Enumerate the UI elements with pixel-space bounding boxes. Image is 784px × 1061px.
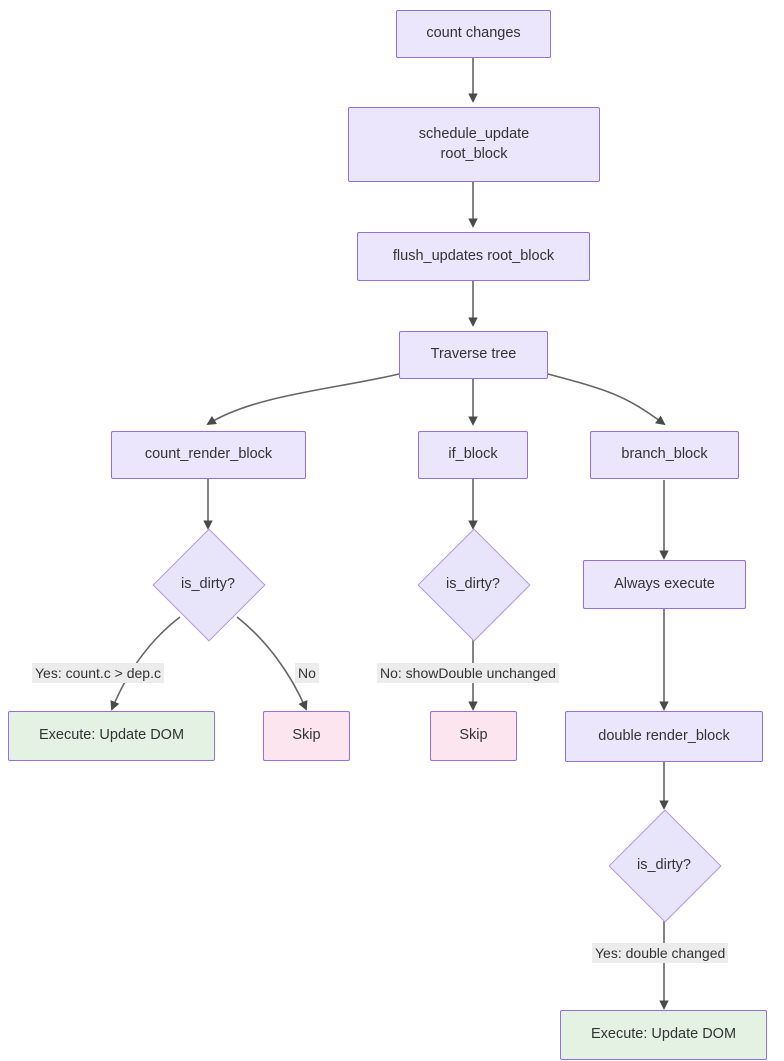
node-execute-update-dom-right[interactable]: Execute: Update DOM [560,1010,767,1060]
edge-traverse-tree-to-count-render-block [206,373,400,426]
node-skip-mid[interactable]: Skip [430,711,517,761]
edge-label-yes-count-dep: Yes: count.c > dep.c [32,663,164,683]
node-is-dirty-mid-label: is_dirty? [446,576,500,592]
node-is-dirty-mid[interactable]: is_dirty? [417,528,531,642]
node-count-changes[interactable]: count changes [396,10,551,58]
node-branch-block[interactable]: branch_block [590,431,739,479]
node-skip-left[interactable]: Skip [263,711,350,761]
node-is-dirty-left[interactable]: is_dirty? [152,528,266,642]
edge-label-no-left: No [295,663,319,683]
node-is-dirty-right[interactable]: is_dirty? [608,809,722,923]
node-double-render-block[interactable]: double render_block [565,711,763,762]
node-traverse-tree[interactable]: Traverse tree [399,331,548,379]
node-flush-updates-root-block[interactable]: flush_updates root_block [357,232,590,281]
node-is-dirty-left-label: is_dirty? [181,576,235,592]
node-always-execute[interactable]: Always execute [583,560,746,609]
node-count-render-block[interactable]: count_render_block [111,431,306,479]
edge-traverse-tree-to-branch-block [547,373,666,426]
node-schedule-update-root-block[interactable]: schedule_update root_block [348,107,600,182]
node-execute-update-dom-left[interactable]: Execute: Update DOM [8,711,215,761]
node-if-block[interactable]: if_block [418,431,528,479]
edge-label-yes-double-changed: Yes: double changed [592,943,729,963]
node-is-dirty-right-label: is_dirty? [637,857,691,873]
edge-label-no-showdouble-unchanged: No: showDouble unchanged [377,663,559,683]
